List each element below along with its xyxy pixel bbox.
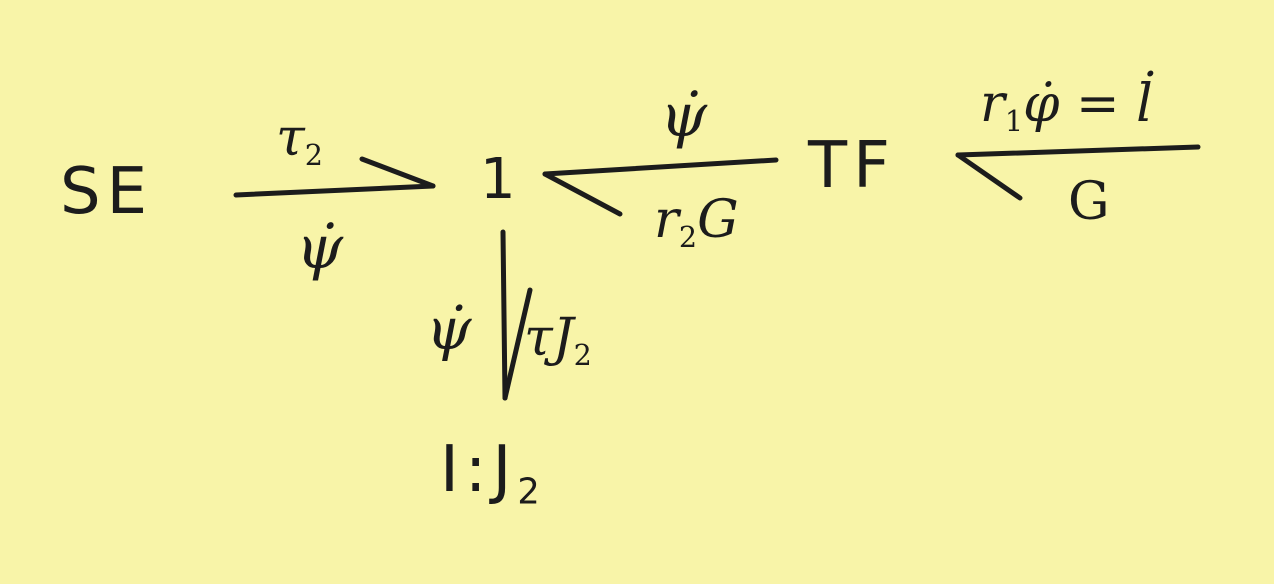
- tf-bond-effort: ψ̇: [660, 81, 708, 151]
- inertia-label: I:J: [440, 433, 518, 507]
- bond-right-to-tf: [955, 144, 1201, 158]
- tf-bond-flow: r2G: [654, 190, 739, 254]
- node-inertia: I:J2: [440, 438, 546, 510]
- bond-tf-to-junction: [542, 157, 779, 177]
- bond-se-to-junction: [233, 183, 436, 198]
- bond-inertia-half-arrow: [502, 287, 533, 401]
- bond-tf-half-arrow: [542, 171, 623, 217]
- node-junction-1: 1: [480, 147, 522, 212]
- inertia-bond-effort: τJ2: [524, 308, 592, 372]
- inertia-subscript: 2: [517, 471, 546, 513]
- se-bond-flow: ψ̇: [296, 213, 344, 283]
- bond-right-half-arrow: [955, 152, 1023, 201]
- node-se: SE: [60, 155, 154, 229]
- right-bond-flow: G: [1068, 172, 1110, 232]
- se-bond-effort: τ2: [276, 108, 323, 172]
- bond-junction-to-inertia: [500, 229, 508, 401]
- right-bond-effort: r1φ̇ = l̇: [980, 74, 1153, 138]
- node-tf: TF: [808, 129, 896, 203]
- inertia-bond-flow: ψ̇: [426, 295, 472, 363]
- bond-se-half-arrow: [359, 156, 436, 189]
